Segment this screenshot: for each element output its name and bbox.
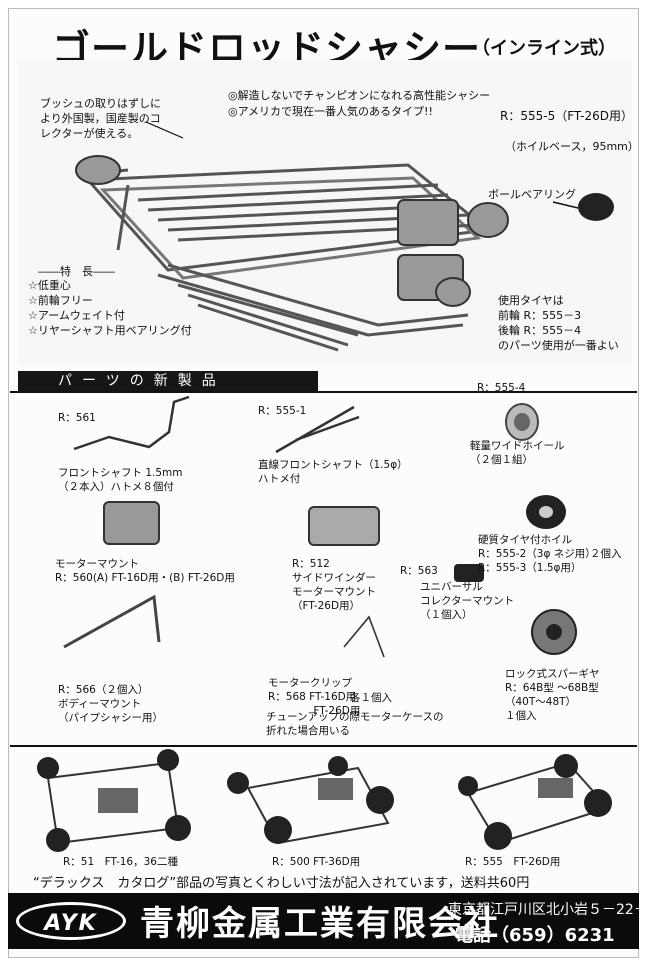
part-512-desc: R：512 サイドワインダー モーターマウント （FT-26D用） bbox=[292, 558, 376, 612]
model-photos bbox=[37, 749, 612, 852]
divider-top bbox=[10, 391, 637, 393]
parts-band: パーツの新製品 bbox=[18, 371, 318, 391]
divider-bottom bbox=[10, 745, 637, 747]
tires-text: 使用タイヤは 前輪 R：555－3 後輪 R：555－4 のパーツ使用が一番よい bbox=[498, 294, 619, 352]
feature-1: ☆低重心 bbox=[28, 279, 71, 292]
part-563-desc: ユニバーサル コレクターマウント （１個入） bbox=[420, 581, 515, 621]
part-561-code: R：561 bbox=[58, 412, 96, 424]
spur-gear-desc: ロック式スパーギヤ R：64B型 ～68B型 （40T～48T） １個入 bbox=[505, 668, 600, 722]
ayk-logo: AYK bbox=[16, 902, 126, 940]
highlight-1: ◎解造しないでチャンピオンになれる高性能シャシー bbox=[228, 89, 491, 102]
wheelbase: （ホイルベース，95mm） bbox=[505, 140, 639, 153]
features-title: ――特 長―― bbox=[38, 265, 115, 278]
part-563-code: R：563 bbox=[400, 565, 438, 577]
part-5551-code: R：555-1 bbox=[258, 405, 307, 417]
clip-desc: モータークリップ R：568 FT-16D用 FT-26D用 bbox=[268, 677, 361, 717]
part-561-desc: フロントシャフト 1.5mm （２本入）ハトメ８個付 bbox=[58, 467, 183, 493]
main-code: R：555-5（FT-26D用） bbox=[500, 109, 633, 123]
part-5551-desc: 直線フロントシャフト（1.5φ） ハトメ付 bbox=[258, 459, 408, 485]
model-51-caption: R：51 FT-16，36二種 bbox=[63, 856, 178, 868]
clip-qty: 各１個入 bbox=[350, 692, 392, 704]
feature-3: ☆アームウェイト付 bbox=[28, 309, 125, 322]
part-560-desc: モーターマウント R：560(A) FT-16D用・(B) FT-26D用 bbox=[55, 558, 235, 584]
catalog-note: “デラックス カタログ”部品の写真とくわしい寸法が記入されています，送料共60円 bbox=[33, 876, 530, 891]
page-title-sub: （インライン式） bbox=[472, 38, 616, 59]
callout-bush: ブッシュの取りはずしに より外国製，国産製のコ レクターが使える。 bbox=[40, 97, 161, 140]
part-566-desc: R：566（２個入） ボディーマウント （パイプシャシー用） bbox=[58, 684, 163, 724]
clip-note: チューンアップの際モーターケースの 折れた場合用いる bbox=[266, 711, 444, 737]
part-5554-code: R：555-4 bbox=[477, 382, 526, 394]
hard-tire-desc: 硬質タイヤ付ホイル R：555-2（3φ ネジ用） R：555-3（1.5φ用） bbox=[478, 534, 596, 574]
ball-bearing-label: ボールベアリング bbox=[488, 188, 576, 201]
model-500-caption: R：500 FT-36D用 bbox=[272, 856, 361, 868]
company-address: 東京都江戸川区北小岩５－22－７ bbox=[448, 902, 647, 918]
parts-illustrations bbox=[63, 395, 577, 658]
part-5554-desc: 軽量ワイドホイール （２個１組） bbox=[470, 440, 565, 466]
feature-2: ☆前輪フリー bbox=[28, 294, 93, 307]
chassis-photo bbox=[18, 60, 632, 366]
feature-4: ☆リヤーシャフト用ベアリング付 bbox=[28, 324, 192, 337]
hard-tire-qty: ２個入 bbox=[590, 548, 622, 560]
company-name: 青柳金属工業有限会社 bbox=[140, 904, 500, 944]
company-phone: 電話（659）6231 bbox=[455, 925, 615, 946]
model-555-caption: R：555 FT-26D用 bbox=[465, 856, 561, 868]
highlight-2: ◎アメリカで現在一番人気のあるタイプ!! bbox=[228, 105, 433, 118]
